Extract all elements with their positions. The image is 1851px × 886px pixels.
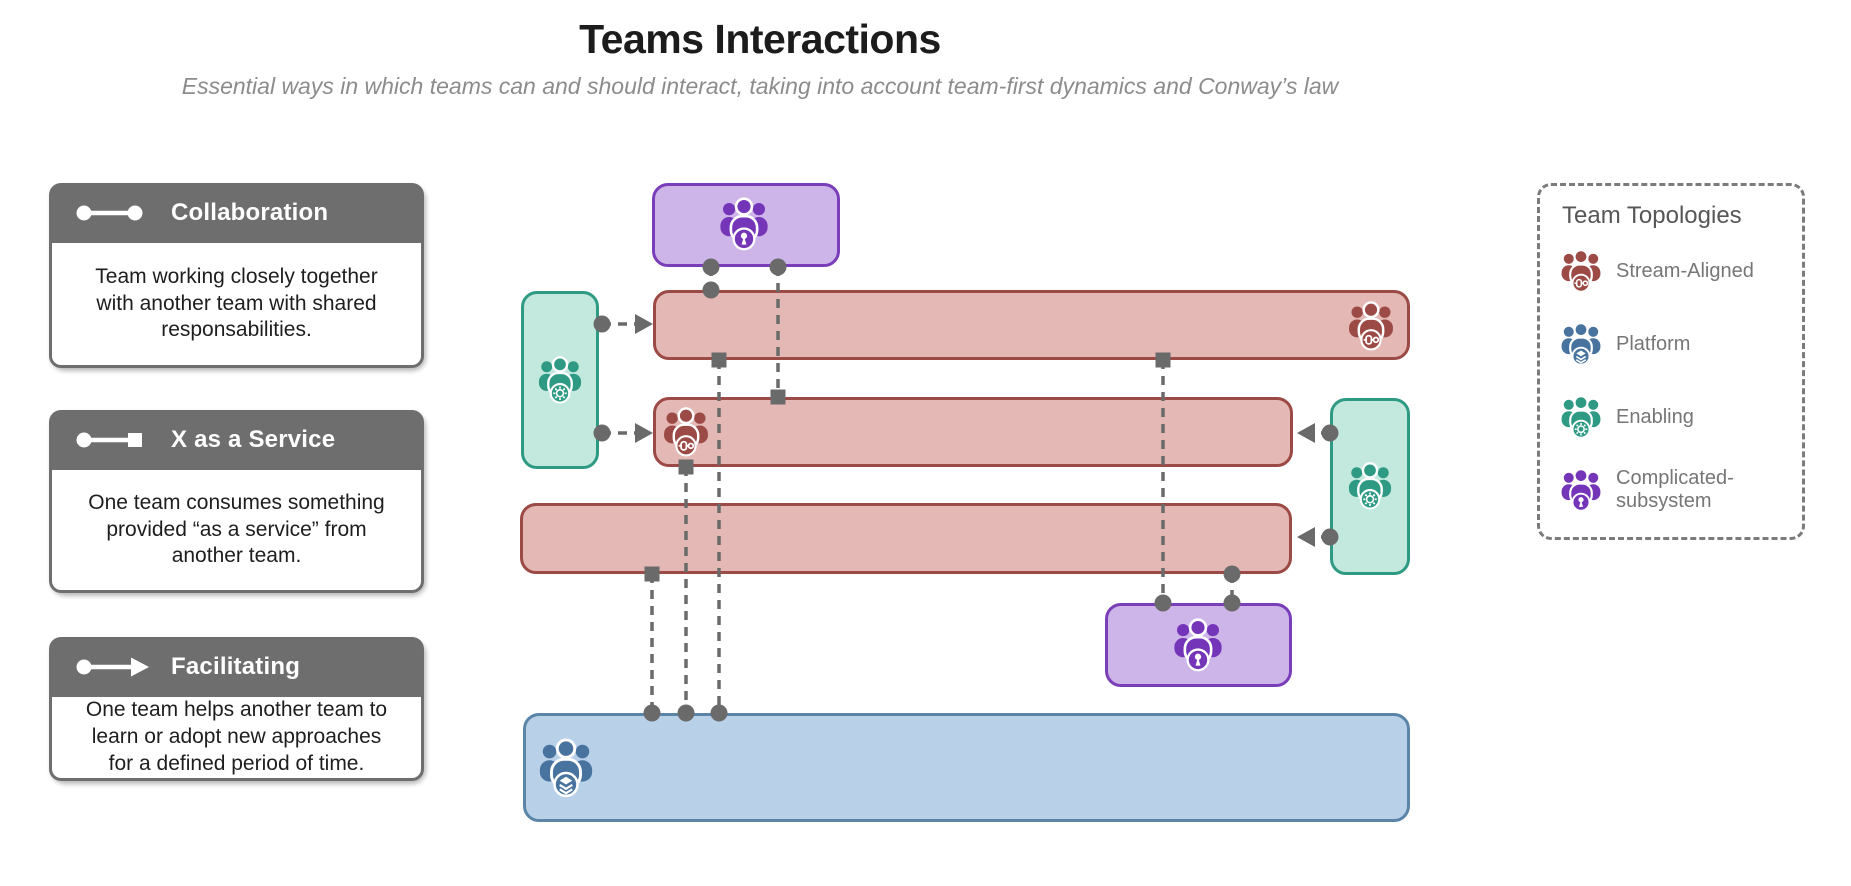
- enabling-team-icon: [535, 355, 585, 410]
- team-box-stream-aligned-2: [653, 397, 1293, 467]
- complicated-subsystem-team-icon: [1170, 617, 1226, 678]
- interaction-card-description: One team consumes something provided “as…: [49, 470, 424, 593]
- legend-item-label: Complicated-subsystem: [1616, 467, 1734, 512]
- page-subtitle: Essential ways in which teams can and sh…: [181, 73, 1339, 99]
- legend-item-stream-aligned: Stream-Aligned: [1558, 248, 1784, 294]
- complicated-subsystem-team-icon: [1558, 467, 1604, 513]
- stream-aligned-team-icon: [660, 406, 712, 463]
- team-box-platform: [523, 713, 1410, 822]
- enabling-team-icon: [1345, 461, 1395, 516]
- connection-xaas-stream3-platform: [643, 566, 661, 722]
- interaction-card-title: Facilitating: [171, 653, 301, 680]
- stream-aligned-team-icon: [1558, 248, 1604, 294]
- legend-item-enabling: Enabling: [1558, 394, 1784, 440]
- platform-team-icon: [1558, 321, 1604, 367]
- legend-item-platform: Platform: [1558, 321, 1784, 367]
- team-box-stream-aligned-3: [520, 503, 1292, 574]
- legend-item-label: Stream-Aligned: [1616, 259, 1754, 282]
- connection-xaas-stream2-platform: [677, 459, 695, 722]
- interaction-card-collaboration: Collaboration Team working closely toget…: [49, 183, 424, 368]
- legend-item-label: Enabling: [1616, 405, 1694, 428]
- connection-facilitating-enabling-left-stream1: [593, 314, 653, 334]
- collaboration-line-icon: [75, 201, 151, 225]
- interaction-card-title: X as a Service: [171, 426, 336, 453]
- page-header: Teams Interactions Essential ways in whi…: [0, 0, 1520, 100]
- interaction-card-header: X as a Service: [49, 410, 424, 470]
- interaction-card-header: Collaboration: [49, 183, 424, 243]
- platform-team-icon: [535, 737, 597, 804]
- legend-item-label: Platform: [1616, 332, 1691, 355]
- x-as-a-service-line-icon: [75, 428, 151, 452]
- interaction-card-description: One team helps another team to learn or …: [49, 697, 424, 781]
- legend-item-complicated-subsystem: Complicated-subsystem: [1558, 467, 1784, 513]
- facilitating-arrow-icon: [75, 655, 151, 679]
- team-topologies-legend: Team Topologies Stream-Aligned Platform: [1537, 183, 1805, 540]
- interaction-card-description: Team working closely together with anoth…: [49, 243, 424, 368]
- interaction-card-x-as-a-service: X as a Service One team consumes somethi…: [49, 410, 424, 593]
- team-box-stream-aligned-1: [653, 290, 1410, 360]
- complicated-subsystem-team-icon: [716, 196, 772, 257]
- interaction-card-title: Collaboration: [171, 199, 329, 226]
- interaction-card-facilitating: Facilitating One team helps another team…: [49, 637, 424, 781]
- interaction-card-header: Facilitating: [49, 637, 424, 697]
- legend-title: Team Topologies: [1562, 202, 1742, 229]
- enabling-team-icon: [1558, 394, 1604, 440]
- page-title: Teams Interactions: [579, 16, 941, 62]
- stream-aligned-team-icon: [1345, 300, 1397, 357]
- connection-facilitating-enabling-left-stream2: [593, 423, 653, 443]
